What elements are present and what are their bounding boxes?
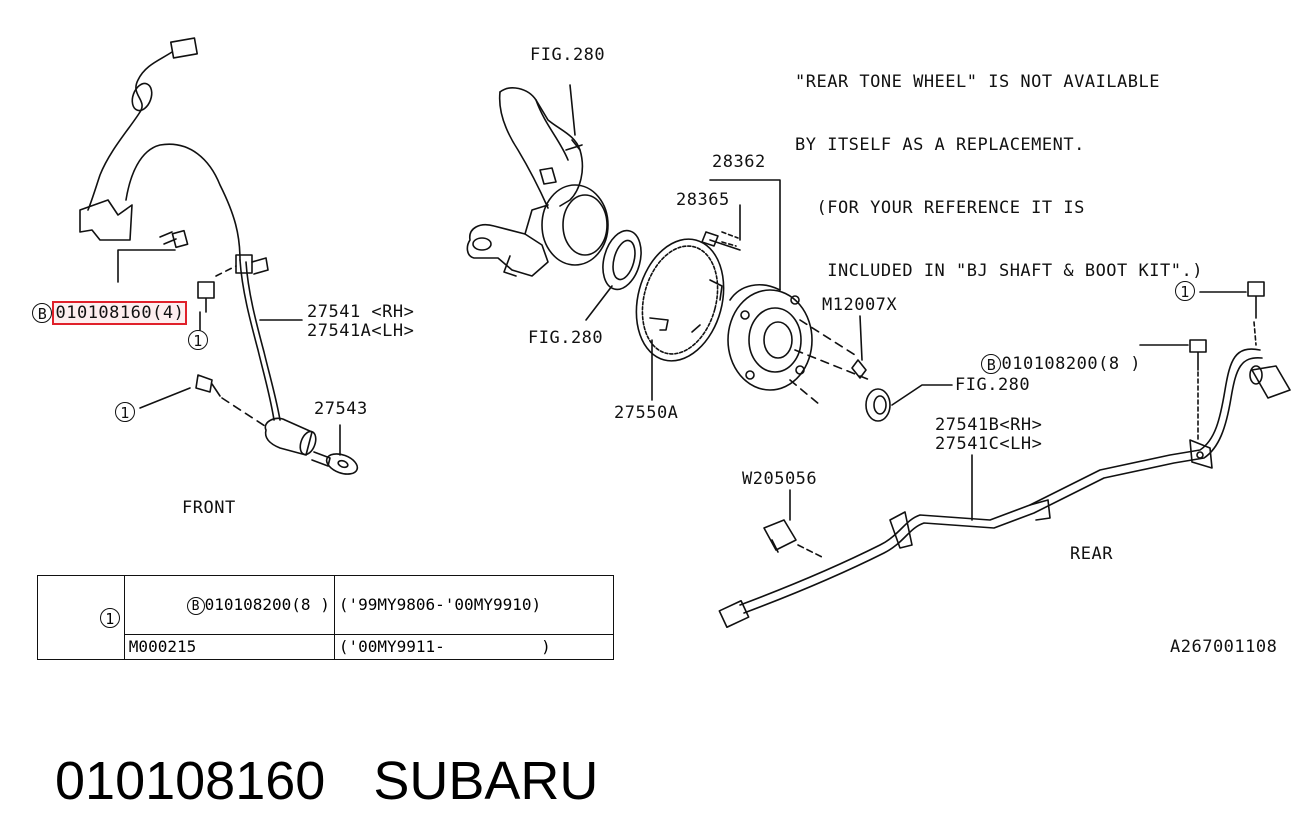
label-fig280-top[interactable]: FIG.280 (530, 45, 606, 65)
label-27541b-rh[interactable]: 27541B<RH> (935, 415, 1043, 435)
label-fig280-right[interactable]: FIG.280 (955, 375, 1031, 395)
label-28365[interactable]: 28365 (676, 190, 730, 210)
label-fig280-mid[interactable]: FIG.280 (528, 328, 604, 348)
b-marker-icon: B (32, 303, 53, 323)
note-line-1: "REAR TONE WHEEL" IS NOT AVAILABLE (795, 72, 1160, 92)
diagram-code: A267001108 (1170, 637, 1278, 657)
replacement-note: "REAR TONE WHEEL" IS NOT AVAILABLE BY IT… (795, 30, 1203, 303)
b-marker-icon: B (981, 354, 1002, 374)
b-marker-icon: B (186, 596, 205, 615)
footer-brand: SUBARU (373, 751, 599, 811)
label-28362[interactable]: 28362 (712, 152, 766, 172)
label-27541-rh[interactable]: 27541 <RH> (307, 302, 415, 322)
note-line-3: (FOR YOUR REFERENCE IT IS (795, 198, 1085, 218)
label-27541c-lh[interactable]: 27541C<LH> (935, 434, 1043, 454)
label-rear: REAR (1070, 544, 1113, 564)
note-line-4: INCLUDED IN "BJ SHAFT & BOOT KIT".) (795, 261, 1203, 281)
hub-bearing (701, 179, 953, 422)
rear-bolt-part-number[interactable]: 010108200(8 ) (1001, 354, 1142, 374)
table-ref-cell: 1 (37, 575, 125, 660)
label-27541a-lh[interactable]: 27541A<LH> (307, 321, 415, 341)
front-sensor-harness (79, 37, 359, 475)
tone-wheel (635, 238, 725, 401)
footer-caption: 010108160 SUBARU (25, 685, 646, 813)
table-range-cell: ('00MY9911- ) (333, 633, 614, 660)
highlighted-part-number[interactable]: 010108160(4) (52, 301, 188, 325)
knuckle (466, 84, 609, 277)
footer-part-number: 010108160 (55, 751, 326, 811)
ref-1-front-lower[interactable]: 1 (115, 402, 135, 422)
label-m12007x[interactable]: M12007X (822, 295, 898, 315)
label-27543[interactable]: 27543 (314, 399, 368, 419)
table-range-cell: ('99MY9806-'00MY9910) (333, 575, 614, 635)
rear-sensor-harness (718, 281, 1291, 629)
ref-1-front-upper[interactable]: 1 (188, 330, 208, 350)
parts-diagram (79, 37, 1291, 629)
label-27550a[interactable]: 27550A (614, 403, 679, 423)
seal-ring (585, 229, 642, 321)
ref-1-rear[interactable]: 1 (1175, 281, 1195, 301)
label-front: FRONT (182, 498, 236, 518)
table-row: M000215 ('00MY9911- ) (38, 633, 614, 660)
table-part-cell[interactable]: M000215 (123, 633, 335, 660)
note-line-2: BY ITSELF AS A REPLACEMENT. (795, 135, 1085, 155)
label-w205056[interactable]: W205056 (742, 469, 818, 489)
